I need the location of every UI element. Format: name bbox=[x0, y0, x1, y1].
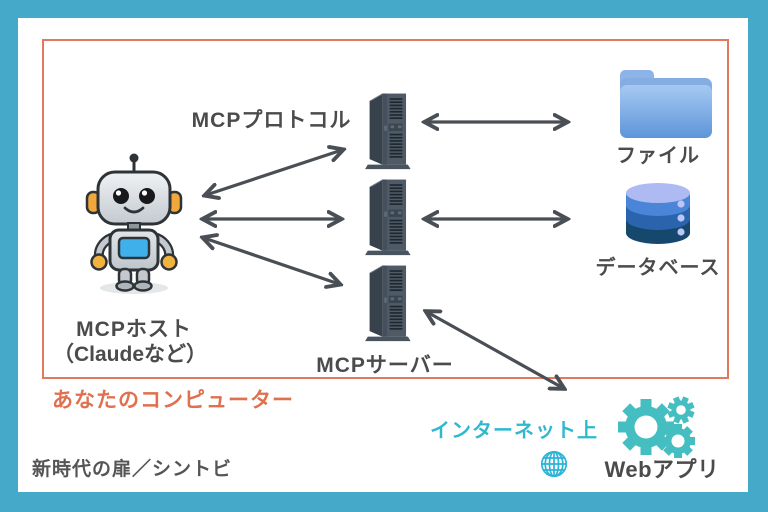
server-tower-icon bbox=[360, 89, 412, 171]
robot-icon bbox=[82, 146, 186, 296]
server-label: MCPサーバー bbox=[316, 354, 454, 377]
globe-icon bbox=[539, 449, 569, 479]
webapp-label: Webアプリ bbox=[604, 457, 720, 482]
folder-icon bbox=[616, 64, 716, 142]
your-computer-caption: あなたのコンピューター bbox=[52, 389, 294, 412]
gears-icon bbox=[618, 396, 702, 460]
protocol-label: MCPプロトコル bbox=[191, 109, 352, 132]
host-label-line2: （Claudeなど） bbox=[52, 343, 207, 366]
credit-text: 新時代の扉／シントビ bbox=[32, 459, 233, 480]
server-tower-icon bbox=[360, 261, 412, 343]
database-label: データベース bbox=[595, 257, 721, 279]
server-tower-icon bbox=[360, 175, 412, 257]
internet-label: インターネット上 bbox=[430, 420, 598, 442]
file-label: ファイル bbox=[616, 145, 700, 167]
host-label-line1: MCPホスト bbox=[76, 318, 192, 341]
database-icon bbox=[620, 183, 696, 251]
your-computer-box bbox=[42, 39, 729, 379]
